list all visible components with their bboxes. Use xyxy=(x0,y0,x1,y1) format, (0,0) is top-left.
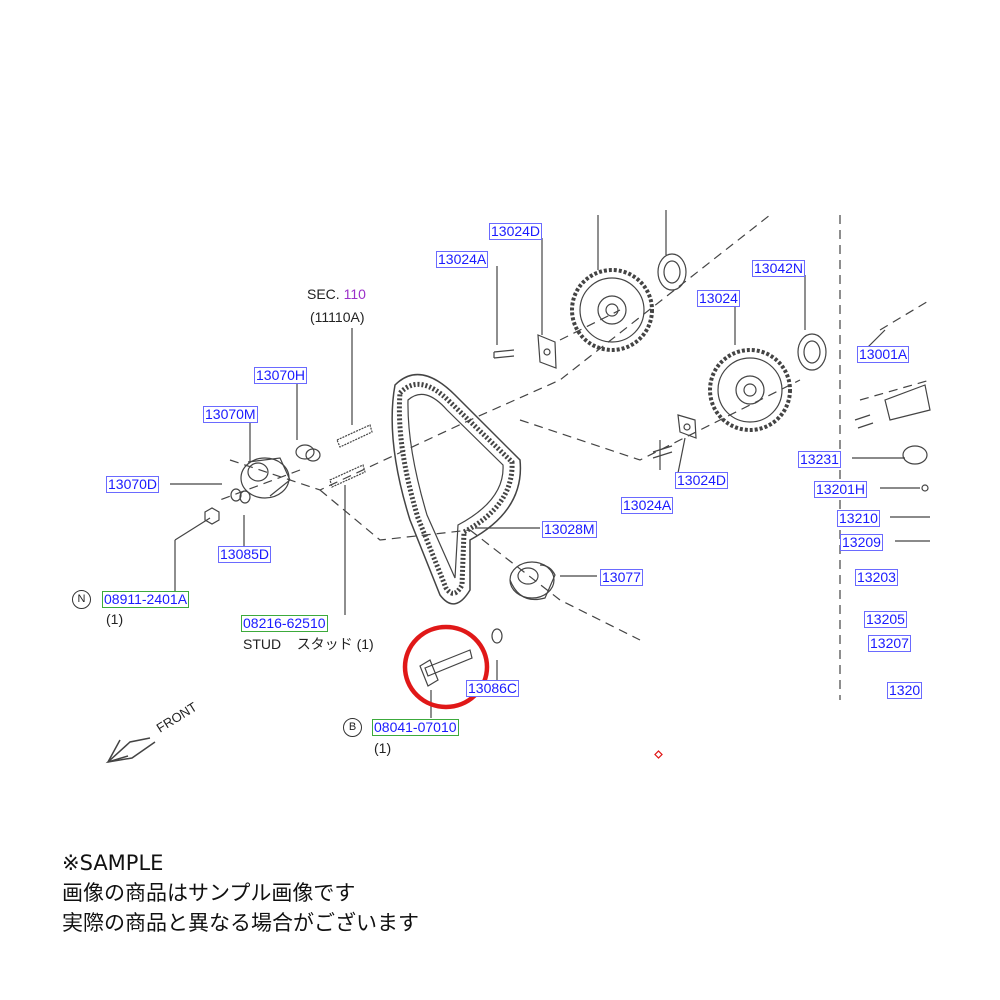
note-line-1: ※SAMPLE xyxy=(62,851,164,875)
stud-caption: STUD スタッド (1) xyxy=(243,636,374,652)
stud-name: STUD xyxy=(243,636,282,652)
part-label-13024D-b[interactable]: 13024D xyxy=(675,472,729,489)
red-marker xyxy=(654,750,663,759)
part-label-nut[interactable]: 08911-2401A xyxy=(102,591,190,608)
nut xyxy=(204,507,220,525)
highlight-circle xyxy=(402,624,490,710)
front-label: FRONT xyxy=(154,699,200,735)
part-label-13205[interactable]: 13205 xyxy=(864,611,907,628)
part-label-13086C[interactable]: 13086C xyxy=(466,680,520,697)
timing-belt xyxy=(391,373,522,605)
section-ref[interactable]: SEC. 110 xyxy=(307,286,366,302)
part-label-13028M[interactable]: 13028M xyxy=(542,521,597,538)
note-line-2: 画像の商品はサンプル画像です xyxy=(62,881,356,905)
part-label-13070D[interactable]: 13070D xyxy=(106,476,160,493)
oil-seal-upper xyxy=(657,253,687,291)
nut-qty: (1) xyxy=(106,611,124,627)
part-label-13042N[interactable]: 13042N xyxy=(752,260,806,277)
tensioner-bolt xyxy=(419,649,473,687)
part-label-13231[interactable]: 13231 xyxy=(798,451,841,468)
part-label-13203[interactable]: 13203 xyxy=(855,569,898,586)
part-label-13209[interactable]: 13209 xyxy=(840,534,883,551)
upper-cam-sprocket xyxy=(570,268,654,352)
sample-note: ※SAMPLE 画像の商品はサンプル画像です 実際の商品と異なる場合がございます xyxy=(62,848,419,938)
section-prefix: SEC. xyxy=(307,286,340,302)
marker-n: N xyxy=(72,590,91,609)
camshaft-components xyxy=(854,384,931,492)
leader-lines xyxy=(170,210,930,718)
part-label-13207[interactable]: 13207 xyxy=(868,635,911,652)
part-label-13070H[interactable]: 13070H xyxy=(254,367,308,384)
bolt-upper xyxy=(493,349,515,359)
tensioner-spring xyxy=(295,444,321,462)
part-label-stud[interactable]: 08216-62510 xyxy=(241,615,328,632)
part-label-13085D[interactable]: 13085D xyxy=(218,546,272,563)
stud-qty: (1) xyxy=(356,636,374,652)
part-label-13024A-b[interactable]: 13024A xyxy=(621,497,674,514)
washer xyxy=(491,628,503,644)
section-sub: (11110A) xyxy=(310,309,365,325)
part-label-1320[interactable]: 1320 xyxy=(887,682,923,699)
bracket-upper xyxy=(537,334,557,369)
tensioner-pulley xyxy=(240,457,291,499)
part-label-13001A[interactable]: 13001A xyxy=(857,346,910,363)
oil-seal-lower xyxy=(797,333,827,371)
part-label-bolt[interactable]: 08041-07010 xyxy=(372,719,459,736)
bracket-lower xyxy=(677,414,697,439)
part-label-13024[interactable]: 13024 xyxy=(697,290,740,307)
note-line-3: 実際の商品と異なる場合がございます xyxy=(62,911,419,935)
idler-pulley xyxy=(509,561,556,601)
part-label-13070M[interactable]: 13070M xyxy=(203,406,258,423)
studs xyxy=(329,424,373,488)
part-label-13024A-top[interactable]: 13024A xyxy=(436,251,489,268)
part-label-13024D[interactable]: 13024D xyxy=(489,223,543,240)
stud-name-jp: スタッド xyxy=(296,636,353,652)
part-label-13201H[interactable]: 13201H xyxy=(814,481,868,498)
lower-cam-sprocket xyxy=(708,348,792,432)
marker-b: B xyxy=(343,718,362,737)
section-number[interactable]: 110 xyxy=(343,286,366,302)
part-label-13210[interactable]: 13210 xyxy=(837,510,880,527)
bolt-qty: (1) xyxy=(374,740,392,756)
bolt-lower xyxy=(652,445,673,459)
part-label-13077[interactable]: 13077 xyxy=(600,569,643,586)
front-arrow xyxy=(105,737,156,764)
